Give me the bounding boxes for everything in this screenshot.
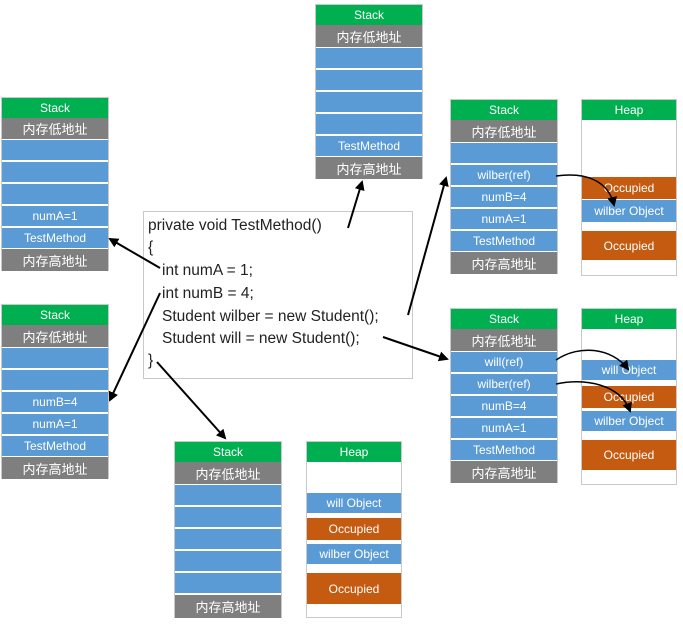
stack-cell <box>2 183 108 205</box>
stack-cell: numB=4 <box>2 391 108 413</box>
heap-panel-3: Heap will Object Occupied wilber Object … <box>306 441 402 618</box>
stack-cell <box>2 369 108 391</box>
stack-panel-3: Stack 内存低地址 wilber(ref) numB=4 numA=1 Te… <box>450 99 558 274</box>
stack-cell: wilber(ref) <box>451 164 557 186</box>
heap-cell: will Object <box>307 492 401 514</box>
arrow-to-stack-2 <box>108 292 161 402</box>
stack-cell: TestMethod <box>451 230 557 252</box>
heap-cell: wilber Object <box>582 199 676 223</box>
stack-cell: 内存高地址 <box>316 157 422 179</box>
stack-title: Stack <box>451 100 557 120</box>
stack-cell: numB=4 <box>451 395 557 417</box>
stack-cell: wilber(ref) <box>451 373 557 395</box>
stack-cell: 内存低地址 <box>316 25 422 47</box>
stack-cell <box>175 550 281 572</box>
stack-panel-5: Stack 内存低地址 内存高地址 <box>174 441 282 618</box>
stack-cell <box>175 572 281 594</box>
stack-title: Stack <box>316 5 422 25</box>
stack-cell: will(ref) <box>451 351 557 373</box>
code-line: } <box>148 352 154 369</box>
stack-cell: 内存高地址 <box>175 595 281 618</box>
stack-cell <box>175 528 281 550</box>
arrow-to-stack-top <box>347 180 365 229</box>
stack-cell <box>2 161 108 183</box>
stack-cell: 内存高地址 <box>2 249 108 271</box>
ref-arrow-wilber-2 <box>555 381 632 413</box>
stack-title: Stack <box>2 98 108 118</box>
code-line: private void TestMethod() <box>148 217 322 234</box>
stack-cell: numA=1 <box>451 417 557 439</box>
code-line: Student will = new Student(); <box>162 330 360 347</box>
stack-cell <box>316 91 422 113</box>
heap-title: Heap <box>307 442 401 462</box>
heap-title: Heap <box>582 309 676 329</box>
stack-cell <box>316 69 422 91</box>
code-box: private void TestMethod() { int numA = 1… <box>143 211 413 379</box>
stack-cell <box>2 139 108 161</box>
stack-cell: 内存高地址 <box>451 252 557 274</box>
stack-cell <box>316 47 422 69</box>
heap-cell: Occupied <box>582 177 676 199</box>
heap-panel-1: Heap Occupied wilber Object Occupied <box>581 99 677 276</box>
stack-cell: TestMethod <box>2 227 108 249</box>
heap-cell: wilber Object <box>582 410 676 432</box>
stack-title: Stack <box>2 305 108 325</box>
code-line: int numA = 1; <box>162 262 253 279</box>
stack-cell: 内存高地址 <box>451 461 557 483</box>
stack-cell <box>451 142 557 164</box>
ref-arrow-wilber-1 <box>555 174 617 207</box>
ref-arrow-will <box>555 349 630 371</box>
stack-cell: TestMethod <box>2 435 108 457</box>
arrow-to-stack-3 <box>407 176 449 316</box>
code-line: { <box>148 239 154 256</box>
arrow-to-stack-1 <box>108 237 161 269</box>
code-line: int numB = 4; <box>162 285 254 302</box>
arrow-to-stack-5 <box>156 361 227 440</box>
stack-cell: 内存低地址 <box>175 462 281 484</box>
heap-cell: Occupied <box>307 518 401 540</box>
stack-cell: numA=1 <box>2 205 108 227</box>
stack-title: Stack <box>451 309 557 329</box>
stack-cell <box>316 113 422 135</box>
arrow-to-stack-4 <box>382 336 449 362</box>
heap-title: Heap <box>582 100 676 120</box>
stack-cell: 内存高地址 <box>2 457 108 479</box>
stack-cell: TestMethod <box>451 439 557 461</box>
stack-cell <box>175 506 281 528</box>
stack-cell <box>2 347 108 369</box>
stack-cell: numA=1 <box>2 413 108 435</box>
stack-cell: numB=4 <box>451 186 557 208</box>
stack-title: Stack <box>175 442 281 462</box>
stack-panel-2: Stack 内存低地址 numB=4 numA=1 TestMethod 内存高… <box>1 304 109 479</box>
stack-cell: numA=1 <box>451 208 557 230</box>
heap-panel-2: Heap will Object Occupied wilber Object … <box>581 308 677 485</box>
stack-cell: 内存低地址 <box>451 329 557 351</box>
stack-cell: 内存低地址 <box>2 325 108 347</box>
stack-panel-4: Stack 内存低地址 will(ref) wilber(ref) numB=4… <box>450 308 558 483</box>
code-line: Student wilber = new Student(); <box>162 308 379 325</box>
stack-cell: 内存低地址 <box>2 118 108 139</box>
heap-cell: Occupied <box>582 231 676 260</box>
heap-cell: wilber Object <box>307 543 401 565</box>
stack-panel-1: Stack 内存低地址 numA=1 TestMethod 内存高地址 <box>1 97 109 271</box>
heap-cell: Occupied <box>307 573 401 604</box>
stack-panel-top: Stack 内存低地址 TestMethod 内存高地址 <box>315 4 423 179</box>
stack-cell <box>175 484 281 506</box>
stack-cell: 内存低地址 <box>451 120 557 142</box>
stack-cell: TestMethod <box>316 135 422 157</box>
heap-cell: Occupied <box>582 440 676 470</box>
